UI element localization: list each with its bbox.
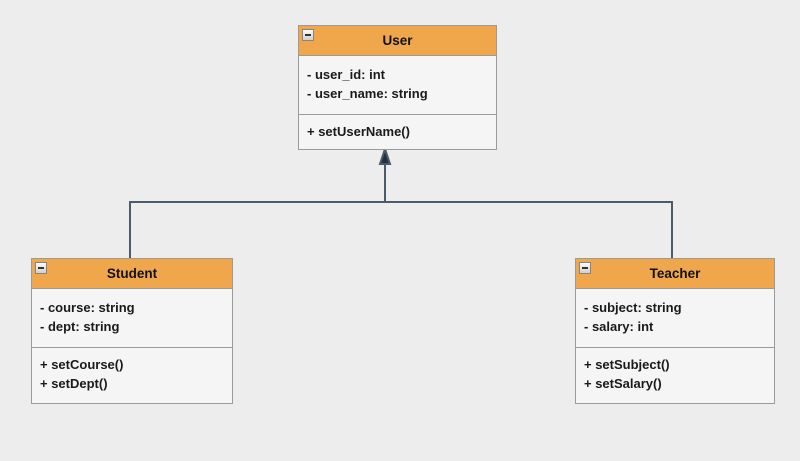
methods-section-teacher: + setSubject() + setSalary() xyxy=(576,347,774,403)
class-title: User xyxy=(382,33,413,48)
inheritance-connector-lines[interactable] xyxy=(129,145,673,258)
method-line: + setSubject() xyxy=(584,357,670,372)
method-line: + setUserName() xyxy=(307,124,410,139)
attribute-line: - course: string xyxy=(40,300,135,315)
class-box-teacher[interactable]: Teacher - subject: string - salary: int … xyxy=(575,258,775,404)
minus-icon xyxy=(582,267,588,269)
collapse-icon[interactable] xyxy=(35,262,47,274)
method-line: + setDept() xyxy=(40,376,108,391)
method-line: + setCourse() xyxy=(40,357,124,372)
methods-section-user: + setUserName() xyxy=(299,114,496,149)
attribute-line: - user_id: int xyxy=(307,67,386,82)
class-title: Teacher xyxy=(649,266,701,281)
class-header-user: User xyxy=(299,26,496,56)
attribute-line: - dept: string xyxy=(40,319,120,334)
minus-icon xyxy=(38,267,44,269)
inheritance-arrowhead-icon xyxy=(378,145,392,165)
methods-section-student: + setCourse() + setDept() xyxy=(32,347,232,403)
collapse-icon[interactable] xyxy=(579,262,591,274)
attribute-line: - salary: int xyxy=(584,319,654,334)
method-line: + setSalary() xyxy=(584,376,662,391)
collapse-icon[interactable] xyxy=(302,29,314,41)
class-header-teacher: Teacher xyxy=(576,259,774,289)
class-box-user[interactable]: User - user_id: int - user_name: string … xyxy=(298,25,497,150)
minus-icon xyxy=(305,34,311,36)
class-title: Student xyxy=(106,266,158,281)
attributes-section-teacher: - subject: string - salary: int xyxy=(576,289,774,347)
attributes-section-user: - user_id: int - user_name: string xyxy=(299,56,496,114)
attribute-line: - subject: string xyxy=(584,300,682,315)
class-header-student: Student xyxy=(32,259,232,289)
attribute-line: - user_name: string xyxy=(307,86,428,101)
class-box-student[interactable]: Student - course: string - dept: string … xyxy=(31,258,233,404)
attributes-section-student: - course: string - dept: string xyxy=(32,289,232,347)
